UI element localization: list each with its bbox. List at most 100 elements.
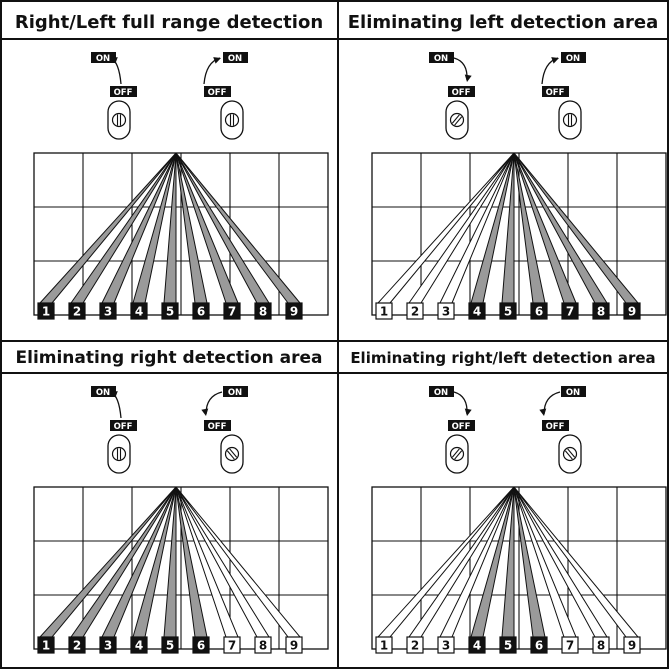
zone-label-box <box>561 636 579 654</box>
zone-label: 4 <box>130 636 148 654</box>
off-label-box <box>110 86 137 97</box>
dial-slot-line <box>454 450 463 460</box>
dial-slot-line <box>567 448 576 458</box>
arrow-line <box>453 57 468 81</box>
zone-label: 9 <box>285 636 303 654</box>
zone-label-box <box>437 636 455 654</box>
zone-label: 2 <box>406 636 424 654</box>
zone-label: 2 <box>68 636 86 654</box>
arrow-head <box>110 391 118 398</box>
on-label: ON <box>434 388 448 398</box>
panel-title: Eliminating right/left detection area <box>350 349 655 367</box>
on-label: ON <box>228 388 242 398</box>
zone-label-text: 8 <box>597 639 605 653</box>
direction-arrow <box>453 391 472 416</box>
zone-label-text: 8 <box>259 639 267 653</box>
zone-label: 8 <box>254 302 272 320</box>
dial-slot <box>564 448 576 460</box>
zone-label-text: 6 <box>535 639 543 653</box>
zone-label-box <box>37 302 55 320</box>
zone-label-text: 5 <box>166 305 174 319</box>
zone-label: 7 <box>223 636 241 654</box>
zone-label-box <box>254 636 272 654</box>
zone-label-text: 6 <box>535 305 543 319</box>
zone-label-box <box>285 302 303 320</box>
zone-label: 6 <box>192 636 210 654</box>
arrow-head <box>464 408 472 416</box>
zone-label-text: 7 <box>566 639 574 653</box>
dial-slot <box>116 114 122 126</box>
zone-label: 3 <box>437 636 455 654</box>
zone-label-box <box>468 636 486 654</box>
zone-label: 4 <box>468 636 486 654</box>
zone-label: 5 <box>499 302 517 320</box>
on-label-box <box>561 386 586 397</box>
zone-label-box <box>530 302 548 320</box>
arrow-head <box>464 74 472 82</box>
on-label: ON <box>228 54 242 64</box>
zone-label: 6 <box>192 302 210 320</box>
arrow-head <box>110 57 118 64</box>
on-label-box <box>91 386 116 397</box>
zone-label-text: 2 <box>73 305 81 319</box>
zone-label-text: 9 <box>290 639 298 653</box>
zone-label-text: 1 <box>380 639 388 653</box>
zone-label-text: 2 <box>411 305 419 319</box>
zone-label-text: 3 <box>104 305 112 319</box>
direction-arrow <box>203 57 221 85</box>
panel-title: Eliminating right detection area <box>16 348 323 368</box>
zone-label-box <box>223 302 241 320</box>
zone-label-box <box>68 636 86 654</box>
zone-label-box <box>192 302 210 320</box>
zone-label: 4 <box>468 302 486 320</box>
zone-label: 9 <box>623 302 641 320</box>
dial-slot <box>451 114 463 126</box>
zone-label: 9 <box>285 302 303 320</box>
zone-label-box <box>499 636 517 654</box>
dial-slot-line <box>226 450 235 460</box>
zone-label-box <box>37 636 55 654</box>
switch-dial <box>449 112 465 128</box>
zone-label: 1 <box>37 636 55 654</box>
zone-label-box <box>161 302 179 320</box>
off-label-box <box>110 420 137 431</box>
zone-label-text: 9 <box>628 305 636 319</box>
zone-label-text: 8 <box>259 305 267 319</box>
on-label: ON <box>434 54 448 64</box>
zone-label: 7 <box>561 302 579 320</box>
on-label: ON <box>566 388 580 398</box>
on-label-box <box>561 52 586 63</box>
zone-label-text: 4 <box>135 305 143 319</box>
direction-arrow <box>201 391 223 416</box>
direction-arrow <box>110 391 122 419</box>
dial-slot <box>229 114 235 126</box>
dial-slot-line <box>454 116 463 126</box>
zone-label-text: 1 <box>42 305 50 319</box>
zone-label-box <box>99 302 117 320</box>
on-label-box <box>429 52 454 63</box>
arrow-line <box>205 391 223 415</box>
zone-label-text: 6 <box>197 305 205 319</box>
zone-label: 1 <box>375 302 393 320</box>
zone-label-box <box>406 636 424 654</box>
dial-slot-line <box>451 114 460 124</box>
zone-label-text: 7 <box>228 639 236 653</box>
zone-label: 5 <box>499 636 517 654</box>
zone-label-box <box>161 636 179 654</box>
off-label-box <box>448 86 475 97</box>
zone-label-box <box>192 636 210 654</box>
arrow-head <box>539 408 547 416</box>
zone-label: 1 <box>375 636 393 654</box>
off-label: OFF <box>208 88 227 98</box>
zone-label: 6 <box>530 302 548 320</box>
switch-dial <box>224 112 240 128</box>
zone-label: 2 <box>406 302 424 320</box>
on-label-box <box>429 386 454 397</box>
